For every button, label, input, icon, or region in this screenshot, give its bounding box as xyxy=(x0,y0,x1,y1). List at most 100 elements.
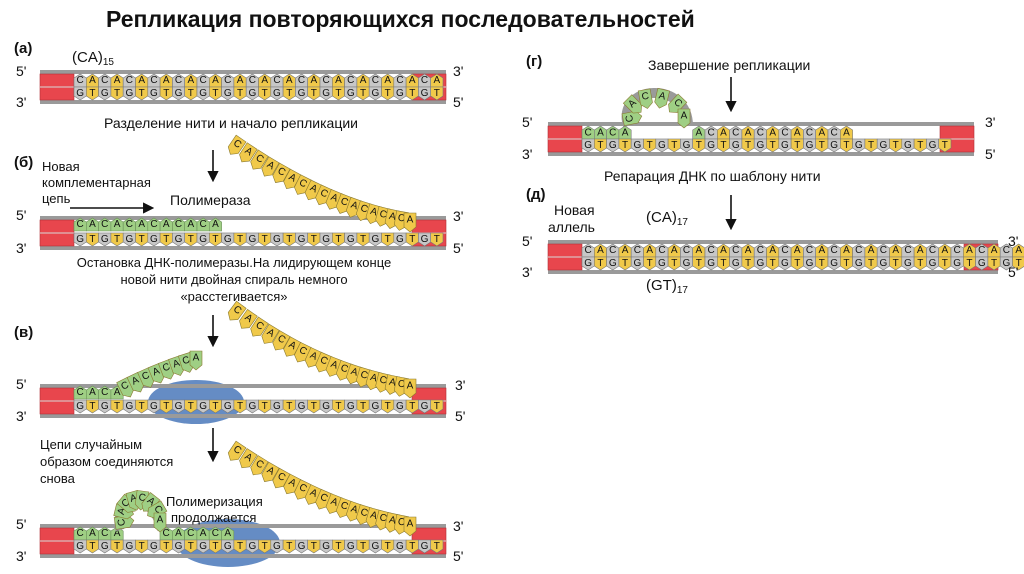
curved-letter: C xyxy=(297,482,308,495)
polymerization-label-2: продолжается xyxy=(171,510,257,525)
base-letter: G xyxy=(683,258,691,269)
base-tile xyxy=(889,256,903,271)
curved-letter: A xyxy=(388,211,397,223)
new-base-letter: C xyxy=(101,528,108,539)
base-tile xyxy=(901,256,915,271)
curved-letter: C xyxy=(318,492,329,505)
base-letter: T xyxy=(212,88,218,99)
v2-bottom-5prime: 5' xyxy=(453,548,464,564)
base-letter: T xyxy=(597,140,603,151)
curved-letter: C xyxy=(378,208,388,220)
panel-b-letter: (б) xyxy=(14,154,34,171)
curved-base: A xyxy=(283,168,302,190)
base-letter: G xyxy=(347,234,355,245)
base-letter: G xyxy=(371,234,379,245)
base-letter: C xyxy=(396,75,403,86)
new-base-letter: A xyxy=(200,528,207,539)
base-tile xyxy=(405,399,419,414)
backbone-bottom xyxy=(40,246,446,250)
base-tile xyxy=(282,539,296,554)
base-tile xyxy=(233,86,247,101)
base-letter: T xyxy=(917,258,923,269)
base-letter: G xyxy=(929,140,937,151)
base-letter: T xyxy=(794,258,800,269)
new-base-tile xyxy=(73,217,87,232)
g-top-5prime: 5' xyxy=(522,114,533,130)
base-letter: T xyxy=(696,258,702,269)
curved-tile xyxy=(677,108,691,129)
base-letter: T xyxy=(163,541,169,552)
base-tile xyxy=(307,232,321,247)
base-letter: G xyxy=(347,401,355,412)
base-letter: C xyxy=(609,128,616,139)
d-top-3prime: 3' xyxy=(1008,233,1019,249)
base-letter: T xyxy=(360,234,366,245)
curved-letter: A xyxy=(129,492,139,504)
base-letter: A xyxy=(868,245,875,256)
base-letter: T xyxy=(114,541,120,552)
base-letter: G xyxy=(855,140,863,151)
base-letter: T xyxy=(671,258,677,269)
base-tile xyxy=(655,138,669,153)
base-tile xyxy=(692,256,706,271)
curved-tile xyxy=(261,461,280,482)
base-tile xyxy=(815,138,829,153)
curved-base: A xyxy=(654,87,670,109)
base-letter: G xyxy=(806,258,814,269)
curved-letter: A xyxy=(369,510,379,522)
base-tile xyxy=(729,138,743,153)
base-tile xyxy=(852,256,866,271)
base-letter: T xyxy=(237,234,243,245)
base-tile xyxy=(282,86,296,101)
base-letter: T xyxy=(622,258,628,269)
base-tile xyxy=(803,138,816,153)
base-letter: G xyxy=(953,258,961,269)
curved-letter: A xyxy=(265,465,277,478)
base-letter: G xyxy=(396,541,404,552)
base-letter: T xyxy=(262,88,268,99)
base-letter: C xyxy=(732,245,739,256)
curved-letter: C xyxy=(397,516,406,528)
base-letter: G xyxy=(273,401,281,412)
base-letter: T xyxy=(139,234,145,245)
base-tile xyxy=(393,539,407,554)
base-tile xyxy=(667,138,681,153)
base-tile xyxy=(876,256,890,271)
base-letter: T xyxy=(360,401,366,412)
base-letter: G xyxy=(248,541,256,552)
base-tile xyxy=(430,232,444,247)
new-base-tile xyxy=(172,217,185,232)
base-tile xyxy=(741,138,755,153)
base-letter: G xyxy=(175,88,183,99)
base-letter: A xyxy=(360,75,367,86)
new-base-tile xyxy=(209,217,222,232)
curved-tile xyxy=(239,448,258,469)
backbone-top xyxy=(40,524,446,528)
base-tile xyxy=(643,138,657,153)
base-letter: A xyxy=(311,75,318,86)
curved-base: C xyxy=(335,193,353,214)
new-base-tile xyxy=(159,217,173,232)
base-letter: G xyxy=(732,258,740,269)
base-letter: C xyxy=(732,128,739,139)
base-letter: T xyxy=(868,140,874,151)
base-letter: T xyxy=(843,258,849,269)
base-letter: G xyxy=(707,258,715,269)
base-letter: T xyxy=(770,140,776,151)
base-letter: T xyxy=(991,258,997,269)
base-tile xyxy=(245,399,259,414)
base-letter: G xyxy=(101,88,109,99)
curved-letter: A xyxy=(287,339,298,352)
panel-b-caption-2: новой нити двойная спираль немного xyxy=(120,272,348,287)
base-tile xyxy=(332,232,345,247)
base-tile xyxy=(975,256,989,271)
base-tile xyxy=(753,256,767,271)
base-letter: G xyxy=(1002,258,1010,269)
base-letter: G xyxy=(658,258,666,269)
new-base-letter: A xyxy=(224,528,231,539)
base-letter: T xyxy=(114,401,120,412)
